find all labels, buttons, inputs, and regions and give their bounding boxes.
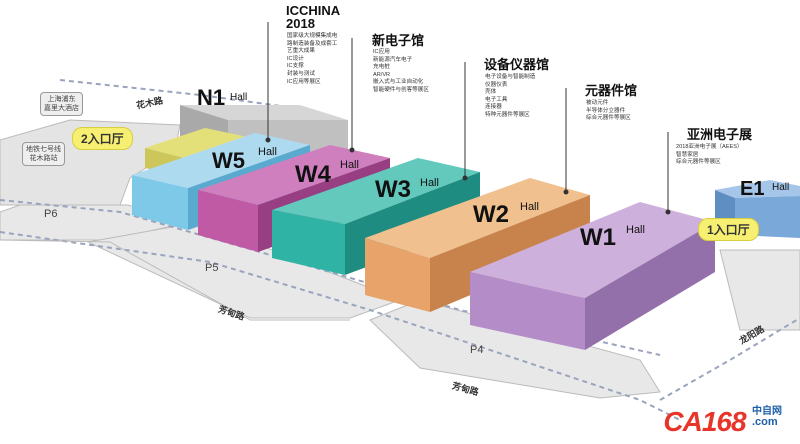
leader-dot-asia	[665, 209, 671, 215]
hall-w4-code: W4	[295, 161, 332, 188]
entrance-1-label: 1入口厅	[698, 218, 759, 241]
hall-n1-word: Hall	[230, 92, 247, 103]
hall-w1-side	[585, 222, 715, 350]
new-electronics-item: AR/VR	[373, 71, 391, 78]
logo-suffix-block: 中自网 .com	[752, 406, 782, 428]
hall-w3-front	[272, 210, 345, 275]
new-electronics-item: 新能源汽车电子	[373, 56, 413, 63]
icchina-item: IC应用等展区	[287, 78, 321, 85]
hall-w5-word: Hall	[258, 146, 277, 158]
asia-item: 综合元器件等展区	[676, 159, 721, 166]
asia-item: 2018亚洲电子展（AEES）	[676, 144, 743, 150]
hall-w5-top	[132, 133, 310, 188]
icchina-title-line1: ICCHINA	[286, 3, 341, 18]
leader-lines	[267, 22, 669, 212]
hall-w4-front	[198, 190, 258, 252]
leader-dot-icchina	[265, 137, 271, 143]
icchina-item: 路制造装备及成套工	[287, 40, 338, 47]
new-electronics-item: 充电桩	[373, 64, 390, 71]
components-item: 被动元件	[586, 100, 609, 106]
icchina-item: IC支撑	[287, 63, 304, 70]
road-huamu	[59, 79, 311, 111]
hall-w4-word: Hall	[340, 159, 359, 171]
new-electronics-item: IC应用	[373, 49, 390, 55]
components-item: 半导体分立器件	[586, 107, 626, 114]
hall-w5-code: W5	[212, 148, 245, 173]
instruments-item: 特种元器件等展区	[485, 111, 530, 118]
road-longyang-dashed	[659, 317, 800, 401]
road-edge-lines	[0, 239, 350, 321]
hall-w4-top	[198, 145, 390, 205]
metro-station-label: 地铁七号线 花木路站	[22, 142, 65, 166]
instruments-item: 仪器仪表	[485, 81, 508, 88]
leader-dot-components	[563, 189, 569, 195]
hall-w1-code: W1	[580, 224, 616, 251]
components-list: 被动元件 半导体分立器件 综合元器件等展区	[586, 100, 631, 123]
components-title: 元器件馆	[585, 83, 638, 98]
hall-w2-code: W2	[473, 201, 509, 228]
hall-e1-word: Hall	[772, 182, 789, 193]
road-fangdian-dashed-2	[0, 231, 681, 421]
hall-w2-front	[365, 238, 430, 312]
logo-cn: 中自网	[752, 406, 782, 417]
icchina-title: ICCHINA 2018	[286, 4, 340, 30]
hall-n1-top	[180, 105, 348, 120]
parking-p6-label: P6	[44, 208, 58, 220]
new-electronics-list: IC应用 新能源汽车电子 充电桩 AR/VR 嵌入式与工业自动化 智能硬件与创客…	[373, 49, 429, 95]
instruments-list: 电子设备与智能制造 仪器仪表 壳体 电子工具 连接器 特种元器件等展区	[485, 74, 535, 120]
leader-dot-new-electronics	[349, 147, 355, 153]
asia-title: 亚洲电子展	[687, 127, 753, 142]
icchina-item: IC设计	[287, 55, 304, 62]
hall-n1-code: N1	[197, 85, 225, 110]
icchina-title-line2: 2018	[286, 16, 315, 31]
leader-dot-instruments	[462, 175, 468, 181]
icchina-item: 封装与测试	[287, 70, 315, 77]
hall-e1-code: E1	[740, 178, 764, 200]
right-ground-area	[719, 249, 800, 331]
icchina-item: 国家级大规模集成电	[287, 33, 338, 39]
hall-e1-top	[715, 180, 800, 198]
hall-w3-top	[272, 158, 480, 224]
new-electronics-item: 嵌入式与工业自动化	[373, 79, 424, 86]
hall-w1-top	[470, 202, 715, 298]
hall-w3-word: Hall	[420, 177, 439, 189]
logo-brand: CA168	[663, 406, 746, 437]
asia-item: 智慧家居	[676, 151, 699, 158]
parking-p4-label: P4	[470, 344, 484, 356]
hall-w2-top	[365, 178, 590, 258]
new-electronics-item: 智能硬件与创客等展区	[373, 86, 429, 93]
components-item: 综合元器件等展区	[586, 115, 631, 122]
hall-w1-front	[470, 272, 585, 350]
parking-p5-label: P5	[205, 262, 219, 274]
instruments-title: 设备仪器馆	[484, 57, 550, 72]
hotel-label: 上海浦东 嘉里大酒店	[40, 92, 83, 116]
asia-list: 2018亚洲电子展（AEES） 智慧家居 综合元器件等展区	[676, 144, 743, 167]
entrance-2-block-top	[145, 128, 262, 162]
logo-suffix: .com	[752, 416, 778, 428]
instruments-item: 壳体	[485, 89, 497, 96]
ca168-logo: CA168 中自网 .com	[663, 406, 782, 438]
hall-w3-code: W3	[375, 176, 411, 203]
instruments-item: 电子设备与智能制造	[485, 74, 536, 80]
hall-w5-front	[132, 175, 188, 230]
instruments-item: 电子工具	[485, 96, 508, 103]
hall-w1-word: Hall	[626, 224, 645, 236]
hall-w2-word: Hall	[520, 201, 539, 213]
icchina-list: 国家级大规模集成电 路制造装备及成套工 艺重大成果 IC设计 IC支撑 封装与测…	[287, 33, 337, 86]
instruments-item: 连接器	[485, 104, 502, 111]
new-electronics-title: 新电子馆	[372, 33, 425, 48]
entrance-2-label: 2入口厅	[72, 127, 133, 150]
icchina-item: 艺重大成果	[287, 48, 315, 55]
